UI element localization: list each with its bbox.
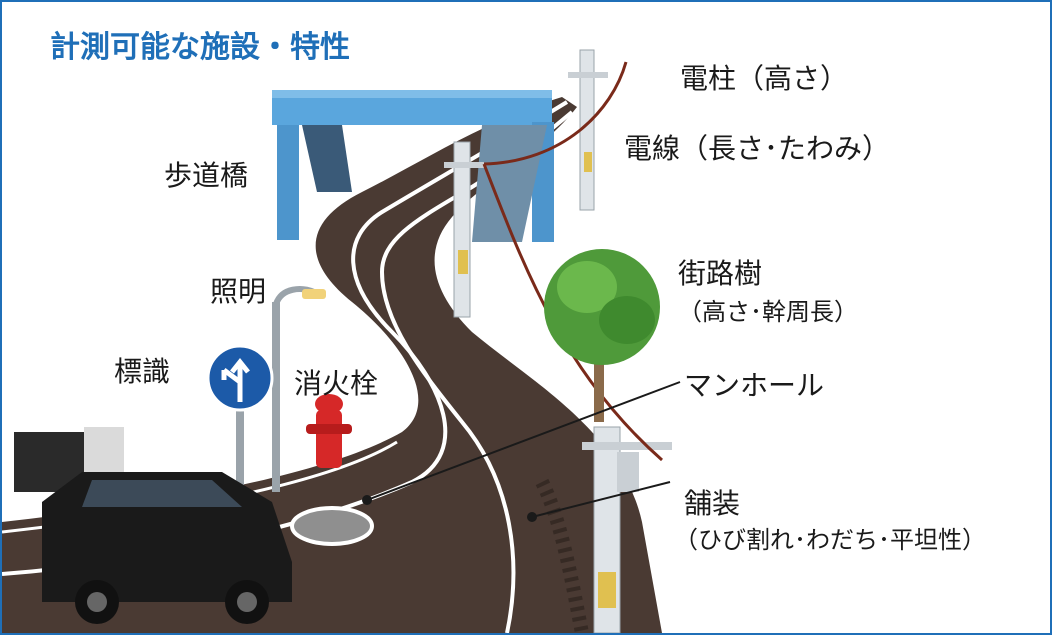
utility-pole-back [568,49,608,211]
street-light-illustration [272,286,326,492]
label-street-tree-detail: （高さ･幹周長） [678,298,858,326]
label-power-line: 電線（長さ･たわみ） [624,132,891,165]
label-fire-hydrant: 消火栓 [294,367,379,400]
label-street-light: 照明 [210,275,267,308]
bridge-railing [272,90,552,98]
street-tree-illustration [544,249,660,422]
label-pedestrian-bridge: 歩道橋 [164,159,249,192]
diagram-title: 計測可能な施設・特性 [50,30,350,65]
utility-pole-front [582,426,672,633]
manhole-illustration [290,506,374,546]
label-pavement-detail: （ひび割れ･わだち･平坦性） [674,526,986,554]
leader-lines [362,381,681,522]
road-sign-illustration [206,344,274,497]
label-street-tree: 街路樹 [678,257,763,290]
bridge-stairs-right [472,125,547,242]
fire-hydrant-illustration [306,394,352,468]
label-road-sign: 標識 [114,355,171,388]
bridge-deck [272,97,552,125]
label-pavement: 舗装 [684,487,741,520]
bridge-pillar-left [277,125,299,240]
label-utility-pole: 電柱（高さ） [680,62,849,95]
road-surface [2,97,662,633]
pedestrian-bridge-illustration [272,90,554,242]
bridge-stairs-left [302,125,352,192]
utility-pole-middle [444,141,484,318]
label-manhole: マンホール [684,369,825,402]
measurement-vehicle-illustration [14,427,292,624]
